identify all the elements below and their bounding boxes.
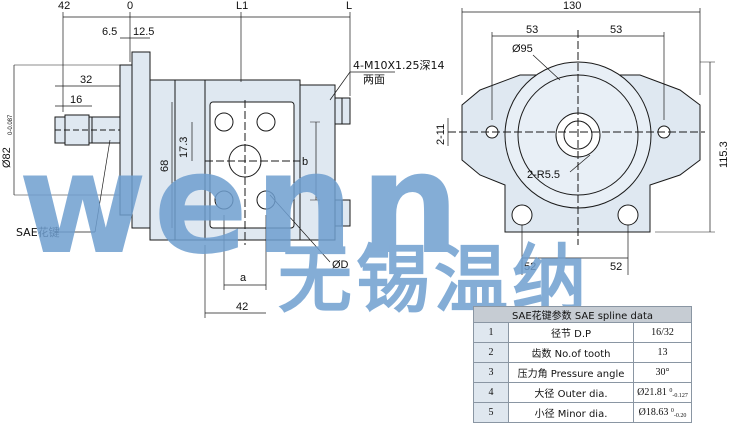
dim-32: 32 (80, 74, 92, 86)
dim-b: b (302, 156, 308, 168)
dim-dia-82: Ø82 (1, 147, 13, 168)
dim-2-11: 2-11 (435, 124, 447, 145)
watermark: wenn 无锡温纳 (18, 123, 586, 323)
thread-note-sides: 两面 (363, 73, 385, 86)
dim-52-right: 52 (610, 261, 622, 273)
row-value: Ø18.63 0-0.20 (633, 402, 692, 423)
sae-key-label: SAE花键 (16, 225, 60, 239)
dim-17-3: 17.3 (178, 137, 190, 158)
value-tolerance-upper: 0 (669, 387, 673, 394)
side-view (13, 12, 395, 318)
rear-cover (299, 84, 336, 241)
row-value: 30° (633, 362, 692, 383)
dim-53-left: 53 (526, 24, 538, 36)
port-bolt-hole (214, 190, 234, 210)
dim-42-top: 42 (58, 0, 70, 12)
port-bolt-hole (214, 112, 234, 132)
port-face (209, 101, 295, 229)
row-number: 5 (473, 402, 509, 423)
watermark-latin: wenn (18, 123, 466, 286)
row-parameter: 径节 D.P (508, 322, 634, 343)
row-number: 4 (473, 382, 509, 403)
row-parameter: 齿数 No.of tooth (508, 342, 634, 363)
dim-a: a (240, 272, 247, 284)
port-bolt-hole (256, 190, 276, 210)
row-parameter: 小径 Minor dia. (508, 402, 634, 423)
table-row: 5 小径 Minor dia. Ø18.63 0-0.20 (473, 402, 692, 423)
value-tolerance-lower: -0.127 (672, 392, 688, 399)
row-parameter: 压力角 Pressure angle (508, 362, 634, 383)
dim-dia-82-tolerance: 0-0.087 (8, 114, 14, 135)
thread-note: 4-M10X1.25深14 (353, 59, 444, 72)
table-row: 1 径节 D.P 16/32 (473, 322, 692, 343)
dim-16: 16 (70, 94, 82, 106)
dim-12-5: 12.5 (133, 26, 154, 38)
spline-data-table: SAE花键参数 SAE spline data 1 径节 D.P 16/32 2… (473, 306, 692, 423)
dim-53-right: 53 (610, 24, 622, 36)
table-row: 3 压力角 Pressure angle 30° (473, 362, 692, 383)
value-main: Ø21.81 (637, 386, 667, 398)
row-number: 1 (473, 322, 509, 343)
dim-130: 130 (563, 0, 581, 12)
dim-42-bottom: 42 (236, 301, 248, 313)
dim-0: 0 (127, 0, 133, 12)
row-value: 13 (633, 342, 692, 363)
port-bolt-hole (256, 112, 276, 132)
dim-L1: L1 (236, 0, 248, 12)
dim-52-left: 52 (524, 261, 536, 273)
row-number: 2 (473, 342, 509, 363)
row-parameter: 大径 Outer dia. (508, 382, 634, 403)
value-main: Ø18.63 (638, 406, 669, 418)
dim-L: L (346, 0, 352, 12)
dim-68: 68 (159, 160, 171, 172)
row-number: 3 (473, 362, 509, 383)
spline-table-title: SAE花键参数 SAE spline data (473, 306, 692, 323)
dim-115-3: 115.3 (718, 141, 730, 168)
table-row: 4 大径 Outer dia. Ø21.81 0-0.127 (473, 382, 692, 403)
table-row: 2 齿数 No.of tooth 13 (473, 342, 692, 363)
dim-dia-D: ØD (332, 259, 349, 271)
value-tolerance-lower: -0.20 (673, 412, 687, 419)
lower-hole-right (617, 204, 639, 226)
dim-6-5: 6.5 (102, 26, 117, 38)
row-value: Ø21.81 0-0.127 (633, 382, 692, 403)
value-tolerance-upper: 0 (670, 407, 674, 414)
lower-hole-left (511, 204, 533, 226)
row-value: 16/32 (633, 322, 692, 343)
dim-2-r5-5: 2-R5.5 (527, 169, 560, 181)
dim-dia-95: Ø95 (512, 43, 533, 55)
front-view (447, 8, 715, 275)
